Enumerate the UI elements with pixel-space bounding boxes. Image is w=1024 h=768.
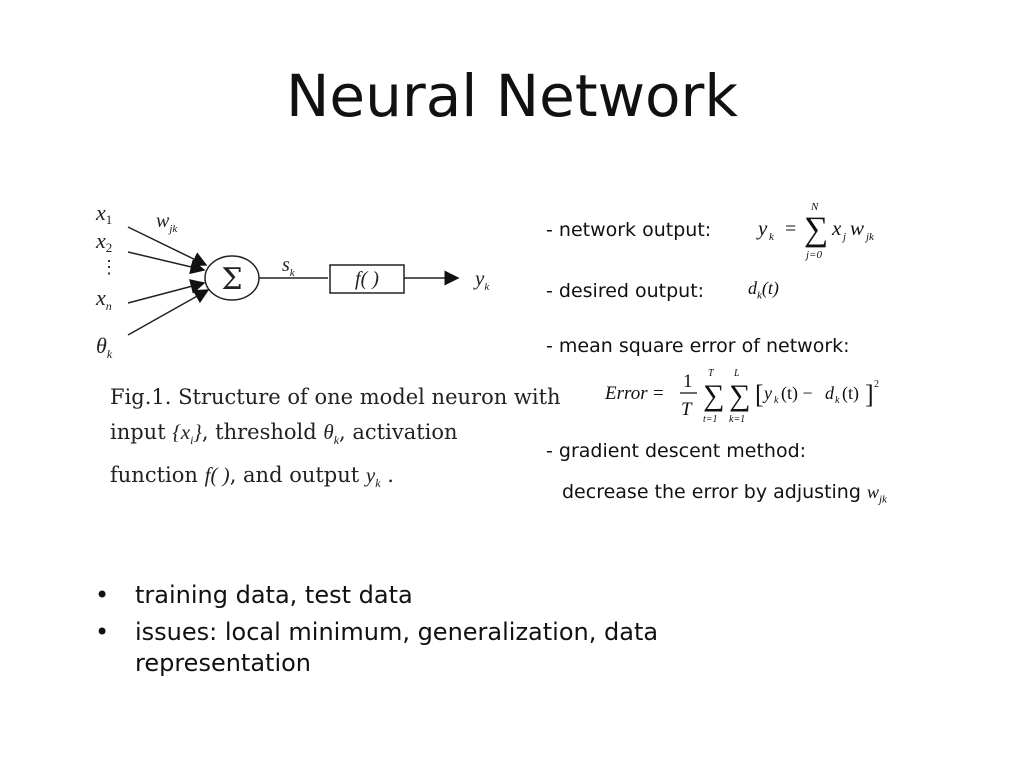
- svg-text:k: k: [835, 395, 840, 406]
- network-output-label: - network output:: [546, 219, 712, 241]
- input-x2: x2: [95, 228, 112, 255]
- svg-text:y: y: [762, 383, 772, 403]
- svg-text:w: w: [850, 216, 864, 240]
- svg-text:∑: ∑: [703, 379, 724, 412]
- bullet-dot-icon: •: [95, 618, 110, 646]
- network-output-formula: y k = ∑ N j=0 x j w jk: [756, 201, 875, 261]
- svg-text:d: d: [825, 383, 835, 403]
- svg-text:[: [: [755, 380, 764, 409]
- svg-text:∑: ∑: [804, 211, 828, 248]
- svg-text:L: L: [733, 368, 740, 379]
- svg-text:j=0: j=0: [804, 249, 822, 261]
- mse-formula: Error = 1 T ∑ T t=1 ∑ L k=1 [ y k (t) − …: [604, 368, 879, 425]
- svg-text:(t) −: (t) −: [781, 383, 813, 404]
- svg-text:y: y: [756, 216, 768, 240]
- slide-title: Neural Network: [286, 62, 738, 130]
- desired-output-formula: dk(t): [748, 278, 779, 302]
- gradient-descent-text: decrease the error by adjusting wjk: [562, 481, 887, 506]
- function-label: f( ): [355, 268, 379, 290]
- s-label: sk: [282, 254, 296, 279]
- input-x1: x1: [95, 200, 112, 227]
- edge-x2: [127, 251, 206, 275]
- svg-text:x: x: [831, 216, 842, 240]
- bullet-list: • training data, test data • issues: loc…: [95, 580, 795, 685]
- edge-x1: [127, 226, 208, 266]
- weight-label: wjk: [156, 210, 178, 235]
- svg-text:k=1: k=1: [729, 414, 745, 425]
- caption-line-1: Fig.1. Structure of one model neuron wit…: [110, 385, 561, 409]
- bullet-item: • issues: local minimum, generalization,…: [95, 618, 659, 677]
- svg-text:2: 2: [874, 379, 879, 390]
- caption-line-2: input {xi}, threshold θk, activation: [110, 420, 458, 448]
- desired-output-label: - desired output:: [546, 280, 705, 302]
- caption-y: yk: [365, 463, 381, 491]
- edge-xn: [127, 279, 206, 304]
- bullet-item: • training data, test data: [95, 581, 413, 609]
- gradient-descent-label: - gradient descent method:: [546, 440, 807, 462]
- sum-symbol: Σ: [221, 262, 242, 297]
- output-label: yk: [473, 266, 490, 293]
- svg-text:T: T: [681, 399, 693, 420]
- svg-text:j: j: [841, 231, 846, 243]
- svg-text:t=1: t=1: [703, 414, 718, 425]
- svg-text:k: k: [769, 231, 775, 243]
- svg-text:=: =: [653, 383, 664, 404]
- weight-wjk: wjk: [866, 482, 887, 506]
- svg-text:Error: Error: [604, 383, 648, 404]
- caption-theta: θk: [323, 420, 340, 448]
- neuron-diagram: x1 x2 ⋮ xn θk wjk Σ sk f( ) yk: [95, 200, 490, 361]
- svg-text:1: 1: [683, 371, 693, 392]
- bullet-dot-icon: •: [95, 581, 110, 609]
- svg-text:T: T: [708, 368, 715, 379]
- ellipsis-dots: ⋮: [100, 257, 118, 277]
- svg-text:∑: ∑: [729, 379, 750, 412]
- edge-theta: [127, 289, 210, 336]
- input-theta: θk: [96, 333, 113, 361]
- activation-box: [329, 264, 405, 294]
- svg-text:(t): (t): [842, 383, 859, 404]
- svg-text:k: k: [774, 395, 779, 406]
- svg-text:=: =: [785, 218, 796, 240]
- figure-caption: Fig.1. Structure of one model neuron wit…: [110, 380, 561, 501]
- caption-input-set: {xi}: [172, 420, 202, 448]
- svg-text:N: N: [810, 201, 819, 213]
- svg-text:]: ]: [865, 380, 874, 409]
- mse-label: - mean square error of network:: [546, 335, 850, 357]
- input-xn: xn: [95, 285, 112, 313]
- svg-text:jk: jk: [864, 231, 875, 243]
- caption-line-3: function f( ), and output yk .: [110, 463, 394, 491]
